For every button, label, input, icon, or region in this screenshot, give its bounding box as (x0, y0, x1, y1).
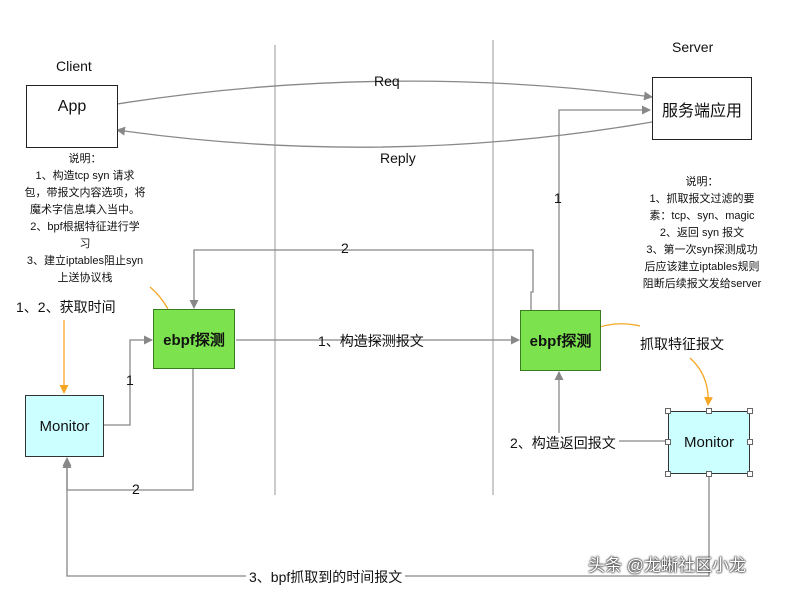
selection-handle[interactable] (665, 439, 671, 445)
selection-handle[interactable] (747, 471, 753, 477)
client-monitor-label: Monitor (39, 417, 90, 435)
server-app-label: 服务端应用 (661, 102, 742, 120)
server-monitor-to-ebpf (554, 371, 668, 442)
client-note-line: 说明： (68, 153, 102, 165)
selection-handle[interactable] (706, 471, 712, 477)
server-note-line: 说明： (685, 176, 719, 188)
return-build-label: 2、构造返回报文 (507, 433, 619, 453)
bottom-label: 3、bpf抓取到的时间报文 (246, 567, 406, 587)
server-note-line: 1、抓取报文过滤的要 (649, 193, 755, 205)
server-note-line: 2、返回 syn 报文 (659, 227, 745, 239)
req-arrow (116, 80, 653, 105)
req-label: Req (374, 73, 400, 89)
capture-pointer (689, 357, 714, 406)
client-note-line: 习 (79, 238, 91, 250)
client-note-line: 包，带报文内容选项，将 (24, 187, 146, 199)
client-ebpf-label: ebpf探测 (163, 331, 225, 349)
server-note-line: 后应该建立iptables规则 (644, 261, 760, 273)
server-note: 说明： 1、抓取报文过滤的要 素：tcp、syn、magic 2、返回 syn … (617, 174, 787, 293)
server-return-label: 2 (341, 240, 349, 256)
client-note-line: 上送协议栈 (57, 272, 113, 284)
reply-arrow (116, 121, 653, 148)
server-up-arrow (558, 105, 651, 310)
selection-handle[interactable] (665, 471, 671, 477)
get-time-label: 1、2、获取时间 (16, 299, 116, 315)
server-monitor-label: Monitor (683, 434, 735, 451)
client-note-pointer (149, 286, 169, 310)
capture-label: 抓取特征报文 (640, 336, 724, 352)
server-note-line: 素：tcp、syn、magic (649, 210, 755, 222)
client-app-box[interactable]: App (26, 85, 118, 148)
selection-handle[interactable] (706, 408, 712, 414)
server-app-box[interactable]: 服务端应用 (652, 77, 752, 140)
selection-handle[interactable] (665, 408, 671, 414)
client-monitor-to-ebpf (103, 335, 153, 426)
server-ebpf-label: ebpf探测 (529, 333, 592, 350)
client-note: 说明： 1、构造tcp syn 请求 包，带报文内容选项，将 魔术字信息填入当中… (0, 151, 170, 287)
server-note-line: 阻断后续报文发给server (642, 278, 762, 290)
client-monitor-up-label: 1 (126, 372, 134, 388)
client-note-line: 2、bpf根据特征进行学 (30, 221, 140, 233)
server-return-arrow (189, 249, 534, 310)
client-ebpf-box[interactable]: ebpf探测 (153, 309, 235, 369)
selection-handle[interactable] (747, 439, 753, 445)
client-note-line: 3、建立iptables阻止syn (26, 255, 144, 267)
watermark: 头条 @龙蜥社区小龙 (588, 556, 746, 575)
client-note-line: 魔术字信息填入当中。 (30, 204, 140, 216)
probe-label: 1、构造探测报文 (318, 333, 424, 349)
server-up-label: 1 (554, 190, 562, 206)
selection-handle[interactable] (747, 408, 753, 414)
client-bottom-label: 2 (132, 481, 140, 497)
client-app-label: App (57, 98, 87, 115)
reply-label: Reply (380, 150, 416, 166)
server-title: Server (672, 39, 714, 55)
client-monitor-box[interactable]: Monitor (25, 395, 104, 457)
client-note-line: 1、构造tcp syn 请求 (35, 170, 135, 182)
server-ebpf-box[interactable]: ebpf探测 (520, 310, 601, 371)
server-note-line: 3、第一次syn探测成功 (646, 244, 758, 256)
server-monitor-box[interactable]: Monitor (668, 411, 750, 474)
client-title: Client (56, 58, 92, 74)
